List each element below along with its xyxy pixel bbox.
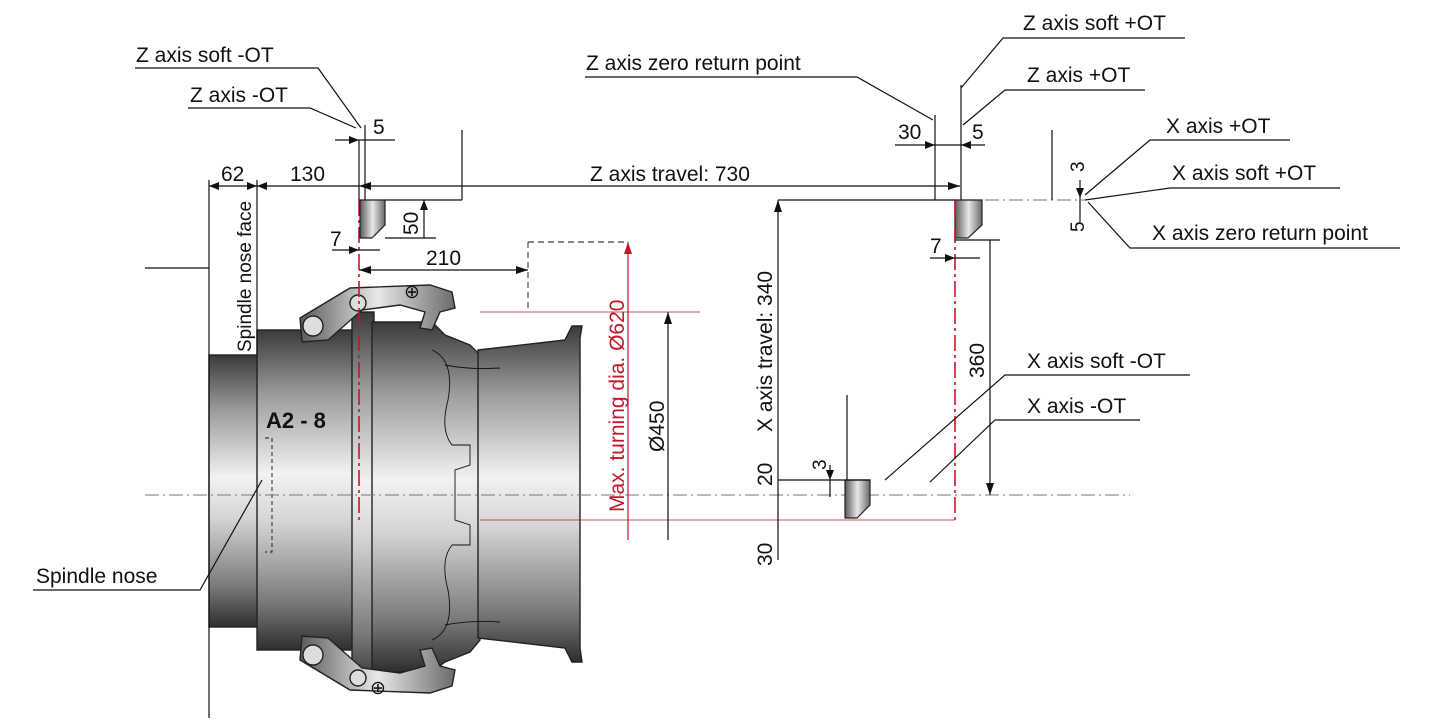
wheel-profile-2 — [444, 364, 501, 626]
dim-50-arrow — [420, 200, 428, 210]
dim-50-label: 50 — [400, 212, 423, 235]
spindle-nose-label: Spindle nose — [36, 565, 157, 588]
lower-pin-mark: ⊕ — [370, 678, 386, 699]
lower-bolt-2 — [349, 669, 367, 687]
dim-5-x-label: 5 — [1068, 221, 1089, 232]
dim-7-left-arrow — [349, 246, 359, 254]
z-travel-arrow-right — [948, 182, 960, 190]
z-travel-label: Z axis travel: 730 — [590, 163, 750, 186]
dim-30-bottom-label: 30 — [754, 543, 777, 566]
wheel-rim — [477, 325, 583, 663]
z-zero-return-label: Z axis zero return point — [586, 52, 801, 75]
z-travel-arrow-left — [359, 182, 371, 190]
z-minus-ot-label: Z axis -OT — [190, 84, 288, 107]
dia-450-arrow — [664, 312, 672, 324]
right-tool — [954, 199, 983, 239]
dim-5-right-label: 5 — [972, 121, 984, 144]
upper-clamp-arm — [299, 284, 456, 343]
dim-130-arrow-l — [257, 182, 267, 190]
wheel-profile — [431, 349, 471, 641]
dim-3-top-arrow — [1076, 188, 1084, 198]
spindle-nose-face-label: Spindle nose face — [235, 201, 256, 352]
upper-bolt-2 — [349, 294, 367, 312]
max-dia-label: Max. turning dia. Ø620 — [606, 300, 629, 512]
lower-bolt-1 — [302, 644, 324, 666]
left-tool — [359, 199, 386, 239]
dim-30-top-label: 30 — [898, 121, 921, 144]
dim-5-right-arrow — [961, 141, 971, 149]
x-soft-minus-ot-label: X axis soft -OT — [1027, 350, 1166, 373]
dim-62-arrow-r — [247, 182, 257, 190]
x-travel-arrow-top — [774, 200, 782, 212]
dim-3-top-label: 3 — [1068, 161, 1089, 172]
x-minus-ot-label: X axis -OT — [1027, 395, 1126, 418]
x-plus-ot-label: X axis +OT — [1166, 115, 1271, 138]
dim-210-arrow-l — [359, 266, 371, 274]
z-plus-ot-label: Z axis +OT — [1027, 64, 1130, 87]
dim-7-right-label: 7 — [930, 235, 942, 258]
upper-bolt-1 — [302, 315, 324, 337]
chuck-flange — [351, 311, 375, 691]
dim-3-bottom-label: 3 — [810, 459, 831, 470]
upper-pin-mark: ⊕ — [404, 282, 420, 303]
spindle-body — [256, 329, 358, 651]
dim-360-arrow — [986, 483, 994, 495]
dim-210-arrow-r — [516, 266, 528, 274]
dim-62-label: 62 — [221, 163, 244, 186]
dim-360-label: 360 — [966, 343, 989, 378]
chuck-body — [371, 321, 481, 673]
dim-130-label: 130 — [290, 163, 325, 186]
x-zero-return-label: X axis zero return point — [1152, 222, 1368, 245]
dim-62-arrow-l — [209, 182, 219, 190]
dim-5-left-label: 5 — [373, 116, 385, 139]
dim-7-left-label: 7 — [330, 228, 342, 251]
spindle-housing — [208, 354, 260, 628]
dim-20-label: 20 — [754, 463, 777, 486]
spindle-assembly: ⊕ ⊕ A2 - 8 — [208, 282, 583, 699]
dim-7-right-arrow — [945, 254, 955, 262]
dim-5-left-arrow — [349, 136, 359, 144]
max-dia-arrow — [624, 242, 632, 254]
lower-clamp-arm — [299, 635, 456, 694]
x-travel-label: X axis travel: 340 — [754, 271, 777, 432]
dim-210-label: 210 — [426, 247, 461, 270]
z-soft-plus-ot-label: Z axis soft +OT — [1023, 12, 1166, 35]
x-soft-plus-ot-label: X axis soft +OT — [1172, 162, 1316, 185]
z-soft-minus-ot-label: Z axis soft -OT — [136, 44, 274, 67]
dia-450-label: Ø450 — [646, 401, 669, 452]
leaders: Z axis soft -OT Z axis -OT Z axis zero r… — [33, 12, 1400, 591]
bottom-tool — [844, 479, 871, 519]
dim-3-bottom-arrow — [826, 470, 834, 480]
dim-30-top-arrow — [925, 141, 935, 149]
spindle-type-label: A2 - 8 — [266, 408, 326, 433]
